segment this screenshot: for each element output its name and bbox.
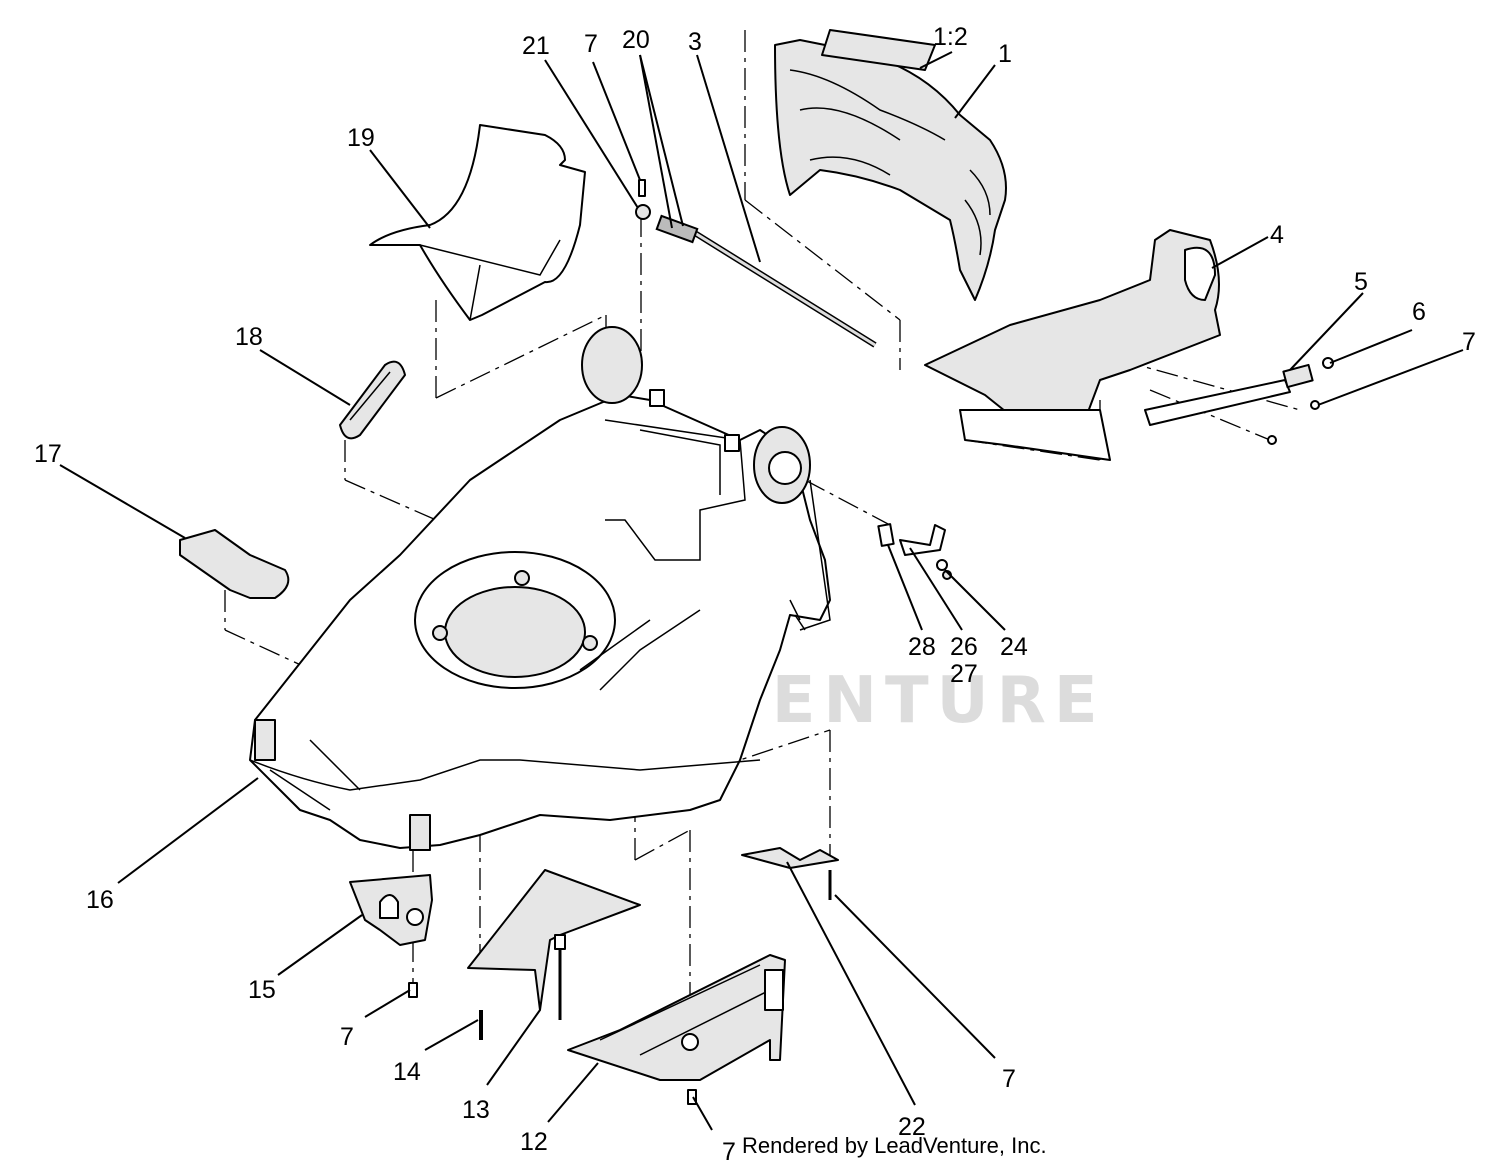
part-22-bracket [741, 847, 839, 900]
part-5-hinge-rod [1144, 357, 1334, 445]
callout-13: 13 [462, 1096, 490, 1124]
callout-7-top: 7 [584, 30, 598, 58]
part-1-2-strip [821, 29, 936, 71]
part-18-grip [339, 360, 406, 440]
part-12-skid [567, 954, 786, 1081]
part-1-rear-frame [774, 39, 1007, 301]
part-21-nut [635, 204, 651, 220]
callout-20: 20 [622, 26, 650, 54]
callout-7-left: 7 [340, 1023, 354, 1051]
callout-6: 6 [1412, 298, 1426, 326]
callout-1-2: 1:2 [933, 23, 968, 51]
callout-7-lowright: 7 [1002, 1065, 1016, 1093]
part-4-rear-door [924, 229, 1221, 461]
callout-5: 5 [1354, 268, 1368, 296]
part-17-pad [179, 529, 290, 599]
callout-16: 16 [86, 886, 114, 914]
callout-19: 19 [347, 124, 375, 152]
part-7-bolt-bottom [687, 1089, 697, 1105]
credit-text: Rendered by LeadVenture, Inc. [742, 1133, 1047, 1158]
callout-7-bottom: 7 [722, 1138, 736, 1166]
callout-12: 12 [520, 1128, 548, 1156]
part-28-bracket [877, 523, 952, 580]
callout-27: 27 [950, 660, 978, 688]
part-16-deck [249, 326, 831, 851]
alignment-lines [224, 30, 1301, 1010]
callout-4: 4 [1270, 221, 1284, 249]
part-7-bolt-top [638, 179, 646, 197]
callout-22: 22 [898, 1113, 926, 1141]
callouts: 21 7 20 3 1:2 1 19 4 5 6 7 18 17 28 26 2… [34, 23, 1476, 1166]
part-20-spring [655, 214, 699, 244]
callout-24: 24 [1000, 633, 1028, 661]
callout-18: 18 [235, 323, 263, 351]
callout-26: 26 [950, 633, 978, 661]
callout-17: 17 [34, 440, 62, 468]
part-15-bracket [349, 874, 433, 946]
part-3-rod [688, 227, 877, 348]
callout-28: 28 [908, 633, 936, 661]
callout-15: 15 [248, 976, 276, 1004]
callout-21: 21 [522, 32, 550, 60]
part-19-baffle [369, 124, 586, 321]
callout-7-right: 7 [1462, 328, 1476, 356]
callout-14: 14 [393, 1058, 421, 1086]
callout-1: 1 [998, 40, 1012, 68]
leader-lines [59, 51, 1464, 1131]
callout-3: 3 [688, 28, 702, 56]
part-13-shield [467, 869, 641, 1020]
part-7-bolt-left [408, 982, 418, 998]
